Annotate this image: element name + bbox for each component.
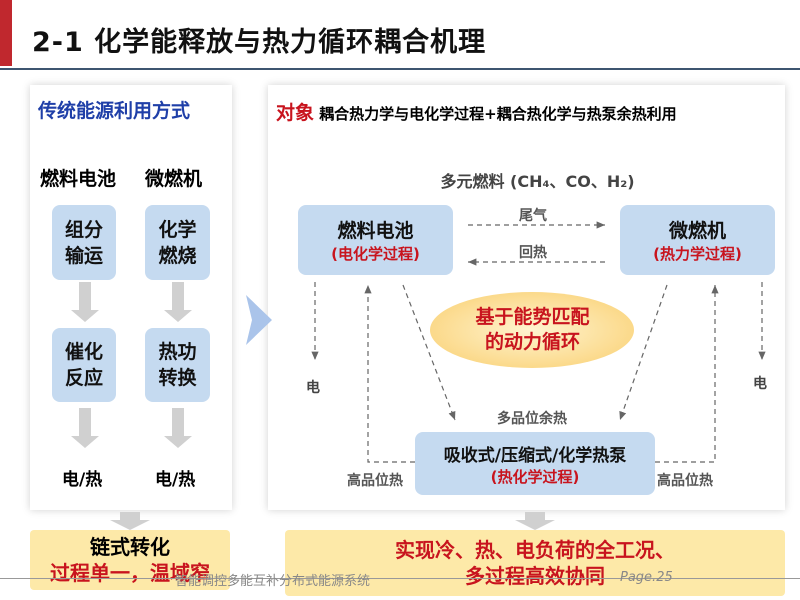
elec-left: 电 <box>306 380 320 396</box>
fuel-cell-box: 燃料电池(电化学过程) <box>298 205 453 275</box>
heat-pump-box: 吸收式/压缩式/化学热泵(热化学过程) <box>415 432 655 495</box>
traditional-panel <box>30 85 232 510</box>
page-title: 2-1 化学能释放与热力循环耦合机理 <box>32 27 487 58</box>
title-divider <box>0 68 800 70</box>
elec-right: 电 <box>753 376 767 392</box>
footer-text: 智能调控多能互补分布式能源系统 <box>175 574 371 589</box>
box-catalysis: 催化反应 <box>52 328 116 402</box>
exhaust-label: 尾气 <box>519 208 547 224</box>
page-number: Page.25 <box>620 570 673 585</box>
high-grade-heat-right: 高品位热 <box>657 473 713 489</box>
waste-heat-label: 多品位余热 <box>497 411 567 427</box>
reheat-label: 回热 <box>519 245 547 261</box>
power-cycle-label: 基于能势匹配的动力循环 <box>475 306 590 353</box>
footer-line <box>0 578 800 579</box>
col2-output: 电/热 <box>155 470 196 490</box>
fuel-label: 多元燃料 (CH₄、CO、H₂) <box>440 172 635 191</box>
target-result: 实现冷、热、电负荷的全工况、多过程高效协同 <box>285 530 785 596</box>
col1-output: 电/热 <box>62 470 103 490</box>
box-heat-work: 热功转换 <box>145 328 210 402</box>
micro-turbine-box: 微燃机(热力学过程) <box>620 205 775 275</box>
high-grade-heat-left: 高品位热 <box>347 473 403 489</box>
col2-head: 微燃机 <box>145 168 203 190</box>
traditional-header: 传统能源利用方式 <box>38 100 191 122</box>
traditional-result: 链式转化过程单一，温域窄 <box>30 530 230 590</box>
col1-head: 燃料电池 <box>40 168 117 190</box>
target-header: 对象 耦合热力学与电化学过程+耦合热化学与热泵余热利用 <box>276 102 677 124</box>
box-transport: 组分输运 <box>52 205 116 280</box>
accent-bar <box>0 0 12 66</box>
box-combustion: 化学燃烧 <box>145 205 210 280</box>
